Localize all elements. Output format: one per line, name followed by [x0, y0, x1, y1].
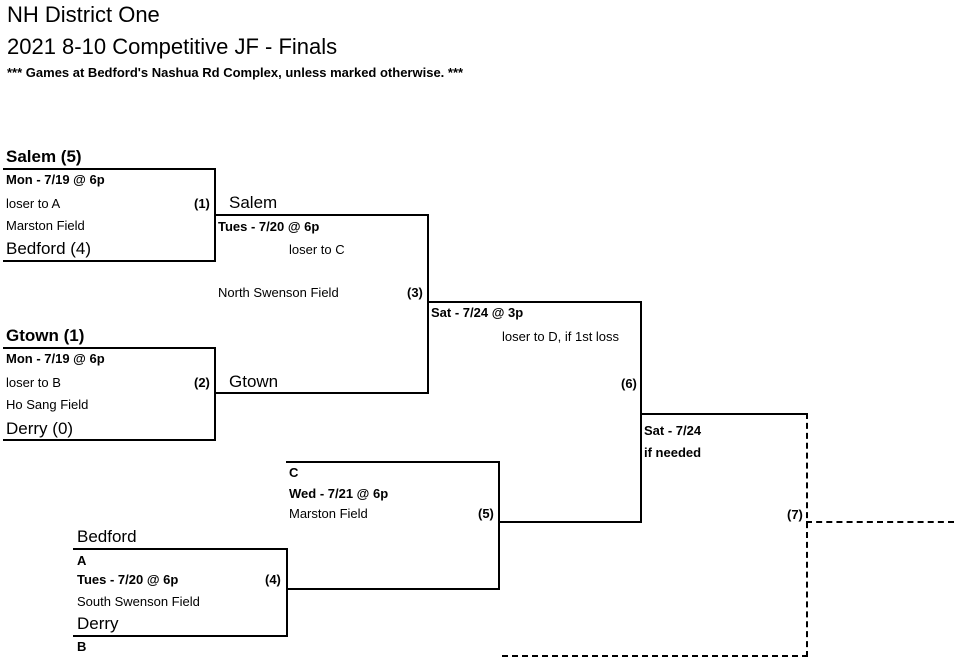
title-line-1: NH District One [7, 2, 160, 27]
game-2-bottom-team: Derry (0) [6, 419, 74, 438]
game-1-bottom-line [3, 260, 216, 262]
game-6-number: (6) [621, 376, 637, 391]
venue-note: *** Games at Bedford's Nashua Rd Complex… [7, 65, 464, 80]
game-6-loser-note: loser to D, if 1st loss [502, 329, 620, 344]
game-2-top-line [3, 347, 216, 349]
game-5-top-letter: C [289, 465, 299, 480]
game-5-right-line [498, 461, 500, 590]
game-2-bottom-line [3, 439, 216, 441]
game-1-number: (1) [194, 196, 210, 211]
game-7-condition: if needed [644, 445, 702, 460]
game-1-loser-note: loser to A [6, 196, 61, 211]
game-2-field: Ho Sang Field [6, 397, 89, 412]
game-1-top-line [3, 168, 216, 170]
game-3-bottom-team: Gtown [229, 372, 279, 391]
game-6-right-line [640, 301, 642, 523]
game-1-field: Marston Field [6, 218, 85, 233]
game-2-loser-note: loser to B [6, 375, 61, 390]
game-2-date: Mon - 7/19 @ 6p [6, 351, 105, 366]
game-7-top-line [640, 413, 808, 415]
game-1-top-team: Salem (5) [6, 147, 82, 166]
game-5-top-line [286, 461, 500, 463]
game-2-number: (2) [194, 375, 210, 390]
game-3-bottom-line [214, 392, 429, 394]
game-5-date: Wed - 7/21 @ 6p [289, 486, 389, 501]
game-6-date: Sat - 7/24 @ 3p [431, 305, 524, 320]
game-1-date: Mon - 7/19 @ 6p [6, 172, 105, 187]
game-2-top-team: Gtown (1) [6, 326, 85, 345]
game-4-number: (4) [265, 572, 281, 587]
game-2-right-line [214, 347, 216, 441]
game-7-bottom-dashed-line [502, 655, 808, 657]
game-3-right-line [427, 214, 429, 394]
game-5-field: Marston Field [289, 506, 368, 521]
game-3-number: (3) [407, 285, 423, 300]
game-6-top-line [427, 301, 642, 303]
game-1-bottom-team: Bedford (4) [6, 239, 92, 258]
game-4-to-game-5-line [286, 588, 500, 590]
game-3-top-team: Salem [229, 193, 278, 212]
game-4-top-line [73, 548, 288, 550]
game-3-top-line [214, 214, 429, 216]
game-4-top-letter: A [77, 553, 87, 568]
game-5-to-game-6-line [498, 521, 642, 523]
game-4-right-line [286, 548, 288, 637]
game-7-winner-dashed-line [806, 521, 954, 523]
game-7-date: Sat - 7/24 [644, 423, 702, 438]
game-4-bottom-team: Derry [77, 614, 119, 633]
game-3-date: Tues - 7/20 @ 6p [218, 219, 320, 234]
game-5-number: (5) [478, 506, 494, 521]
game-7-number: (7) [787, 507, 803, 522]
title-line-2: 2021 8-10 Competitive JF - Finals [7, 34, 338, 59]
game-4-field: South Swenson Field [77, 594, 200, 609]
game-3-loser-note: loser to C [289, 242, 345, 257]
game-3-field: North Swenson Field [218, 285, 339, 300]
game-4-bottom-line [73, 635, 288, 637]
game-4-top-team: Bedford [77, 527, 137, 546]
game-7-right-dashed-line [806, 413, 808, 657]
game-4-date: Tues - 7/20 @ 6p [77, 572, 179, 587]
game-4-bottom-letter: B [77, 639, 87, 654]
